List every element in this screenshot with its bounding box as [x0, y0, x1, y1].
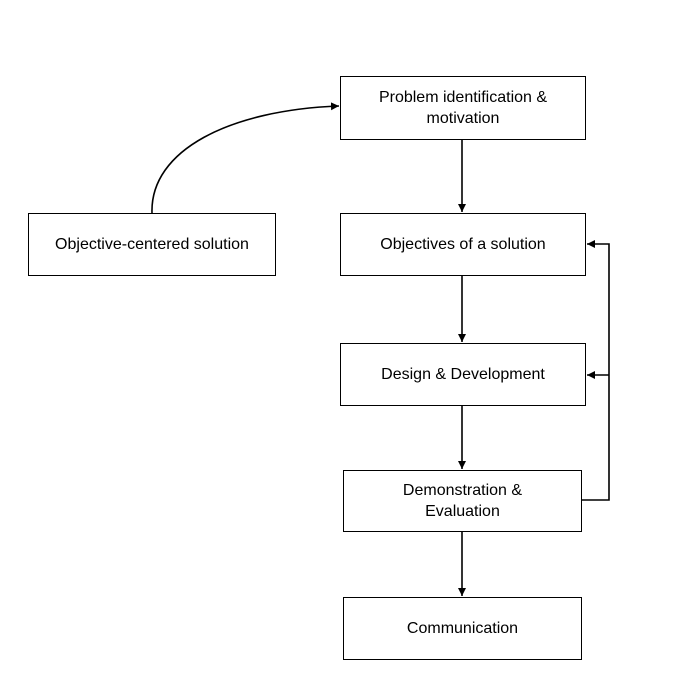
- node-objectives-of-solution-label: Objectives of a solution: [380, 236, 546, 253]
- node-objective-centered-solution: Objective-centered solution: [28, 213, 276, 276]
- node-problem-identification: Problem identification & motivation: [340, 76, 586, 140]
- node-objectives-of-solution: Objectives of a solution: [340, 213, 586, 276]
- node-design-development: Design & Development: [340, 343, 586, 406]
- node-communication-label: Communication: [406, 620, 519, 637]
- node-objective-centered-solution-label: Objective-centered solution: [55, 236, 249, 253]
- node-communication: Communication: [343, 597, 582, 660]
- node-problem-identification-label: Problem identification & motivation: [378, 89, 548, 127]
- edge-objective-centered-to-problem: [151, 102, 340, 214]
- edge-demonstration-to-objectives-feedback: [582, 240, 610, 501]
- node-design-development-label: Design & Development: [381, 366, 545, 383]
- node-demonstration-evaluation: Demonstration & Evaluation: [343, 470, 582, 532]
- node-demonstration-evaluation-label: Demonstration & Evaluation: [402, 482, 523, 520]
